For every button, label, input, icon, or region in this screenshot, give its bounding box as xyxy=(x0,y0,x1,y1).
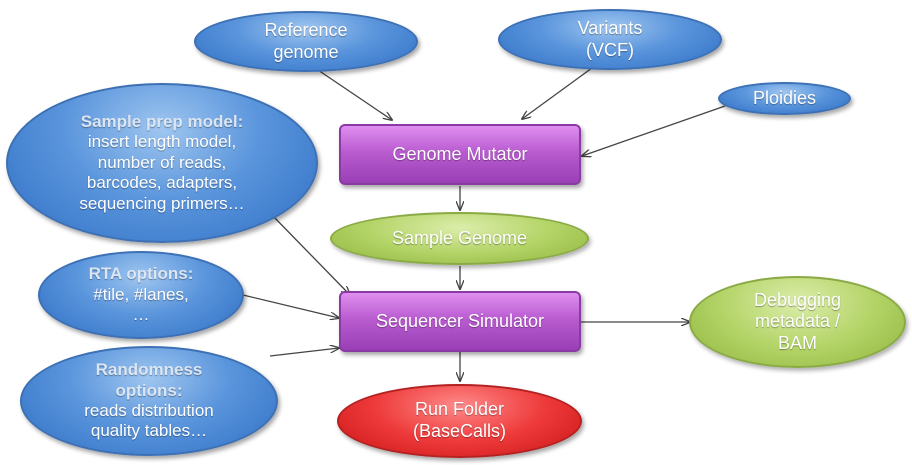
edge-variants-to-mutator xyxy=(522,67,593,119)
sample-prep-line1: insert length model, xyxy=(87,132,237,152)
randomness-heading-line1: Randomness xyxy=(95,360,203,380)
debugging-line2: metadata / xyxy=(754,311,841,332)
debugging-metadata-node: Debugging metadata / BAM xyxy=(689,276,906,368)
sample-prep-line4: sequencing primers… xyxy=(79,193,245,213)
randomness-options-node: Randomness options: reads distribution q… xyxy=(20,346,278,456)
rta-options-line2: … xyxy=(132,305,150,325)
run-folder-line1: Run Folder xyxy=(414,399,505,420)
randomness-line1: reads distribution xyxy=(84,401,214,420)
debugging-line3: BAM xyxy=(777,332,817,353)
rta-options-node: RTA options: #tile, #lanes, … xyxy=(38,251,244,339)
edge-randomness-to-simulator xyxy=(269,348,339,357)
debugging-line1: Debugging xyxy=(753,289,842,310)
rta-options-line1: #tile, #lanes, xyxy=(93,284,189,304)
ploidies-label: Ploidies xyxy=(752,87,817,108)
sample-genome-node: Sample Genome xyxy=(330,212,589,265)
reference-genome-label-line1: Reference xyxy=(264,19,348,40)
sample-prep-line2: number of reads, xyxy=(97,152,227,172)
sequencer-simulator-node: Sequencer Simulator xyxy=(339,291,581,352)
ploidies-node: Ploidies xyxy=(718,82,851,115)
variants-label-line1: Variants xyxy=(577,17,643,38)
edge-rta-to-simulator xyxy=(242,294,339,318)
edge-sample-prep-to-simulator xyxy=(269,212,350,295)
run-folder-line2: (BaseCalls) xyxy=(412,421,507,441)
variants-node: Variants (VCF) xyxy=(498,9,722,70)
edge-reference-to-mutator xyxy=(317,69,392,120)
sample-prep-line3: barcodes, adapters, xyxy=(86,173,238,193)
sample-prep-model-node: Sample prep model: insert length model, … xyxy=(6,83,318,243)
genome-mutator-node: Genome Mutator xyxy=(339,124,581,185)
run-folder-node: Run Folder (BaseCalls) xyxy=(337,384,582,458)
sequencer-simulator-label: Sequencer Simulator xyxy=(375,310,545,331)
sample-genome-label: Sample Genome xyxy=(391,227,528,248)
randomness-line2: quality tables… xyxy=(90,421,208,441)
variants-label-line2: (VCF) xyxy=(586,39,634,60)
sample-prep-heading: Sample prep model: xyxy=(80,112,244,132)
edge-ploidies-to-mutator xyxy=(582,105,726,156)
rta-options-heading: RTA options: xyxy=(88,264,194,284)
reference-genome-node: Reference genome xyxy=(194,11,418,72)
randomness-heading-line2: options: xyxy=(115,380,183,400)
genome-mutator-label: Genome Mutator xyxy=(392,143,528,164)
reference-genome-label-line2: genome xyxy=(273,41,339,62)
